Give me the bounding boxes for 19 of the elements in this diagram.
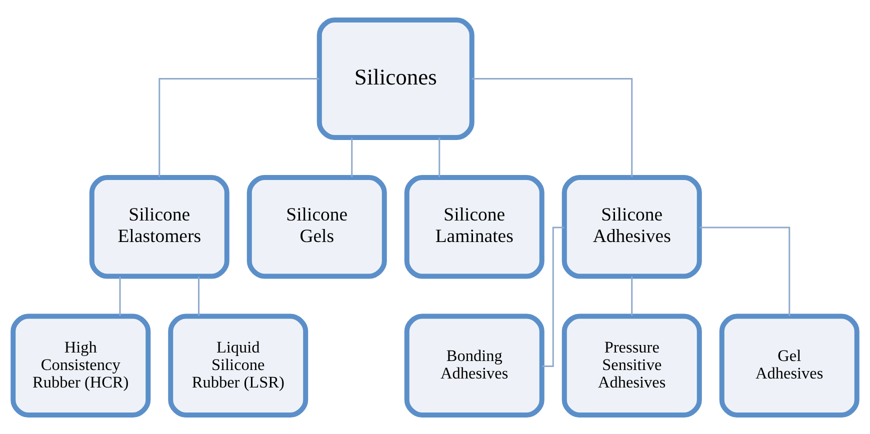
- node-box: Silicone Laminates: [404, 174, 544, 278]
- connector: [119, 276, 121, 316]
- node-box: Silicone Elastomers: [89, 174, 230, 278]
- node-box: Bonding Adhesives: [404, 313, 544, 417]
- node-box: Silicone Gels: [246, 174, 387, 278]
- node-box: Silicones: [316, 17, 474, 140]
- node-box: Liquid Silicone Rubber (LSR): [168, 313, 308, 417]
- connector: [351, 137, 353, 177]
- node-box: Silicone Adhesives: [562, 174, 702, 278]
- connector: [472, 78, 633, 177]
- connector: [438, 137, 440, 177]
- node-box: High Consistency Rubber (HCR): [10, 313, 151, 417]
- connector: [542, 226, 564, 366]
- connector: [631, 276, 633, 316]
- connector: [158, 78, 320, 177]
- connector: [198, 276, 200, 316]
- connector: [700, 226, 790, 316]
- node-box: Pressure Sensitive Adhesives: [562, 313, 702, 417]
- node-box: Gel Adhesives: [719, 313, 860, 417]
